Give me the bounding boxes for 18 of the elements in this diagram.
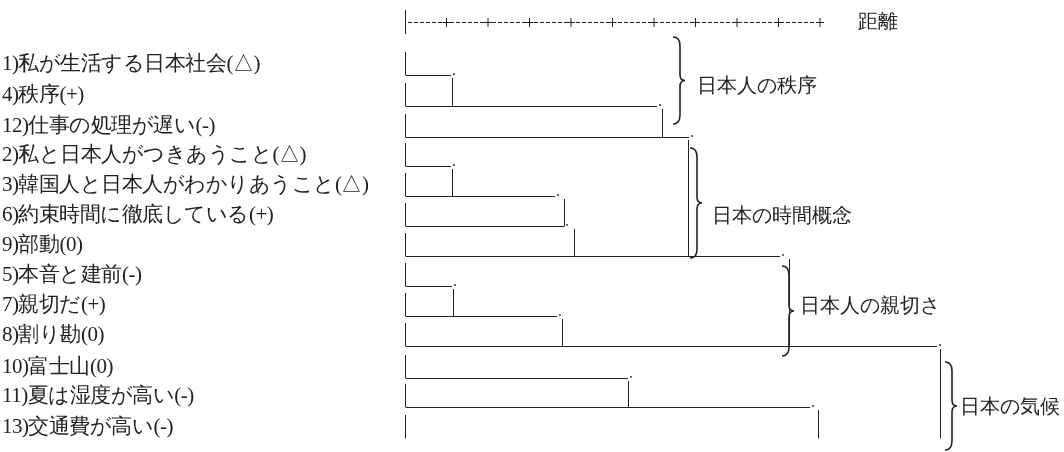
item-label: 2)私と日本人がつきあうこと(△) <box>2 144 306 165</box>
item-label: 10)富士山(0) <box>2 356 113 377</box>
item-label: 4)秩序(+) <box>2 84 84 105</box>
item-label: 8)割り勘(0) <box>2 324 104 345</box>
item-label: 13)交通費が高い(-) <box>2 416 173 437</box>
cluster-label: 日本の気候 <box>960 396 1060 416</box>
item-label: 11)夏は湿度が高い(-) <box>2 385 194 406</box>
item-label: 9)部動(0) <box>2 234 83 255</box>
item-label: 12)仕事の処理が遅い(-) <box>2 115 215 136</box>
item-label: 5)本音と建前(-) <box>2 264 142 285</box>
item-label: 6)約束時間に徹底している(+) <box>2 204 274 225</box>
item-label: 1)私が生活する日本社会(△) <box>2 53 260 74</box>
item-label: 7)親切だ(+) <box>2 294 106 315</box>
cluster-label: 日本人の親切さ <box>800 295 940 315</box>
axis-title: 距離 <box>858 11 898 31</box>
cluster-label: 日本の時間概念 <box>712 205 852 225</box>
cluster-label: 日本人の秩序 <box>697 75 817 95</box>
item-label: 3)韓国人と日本人がわかりあうこと(△) <box>2 174 369 195</box>
